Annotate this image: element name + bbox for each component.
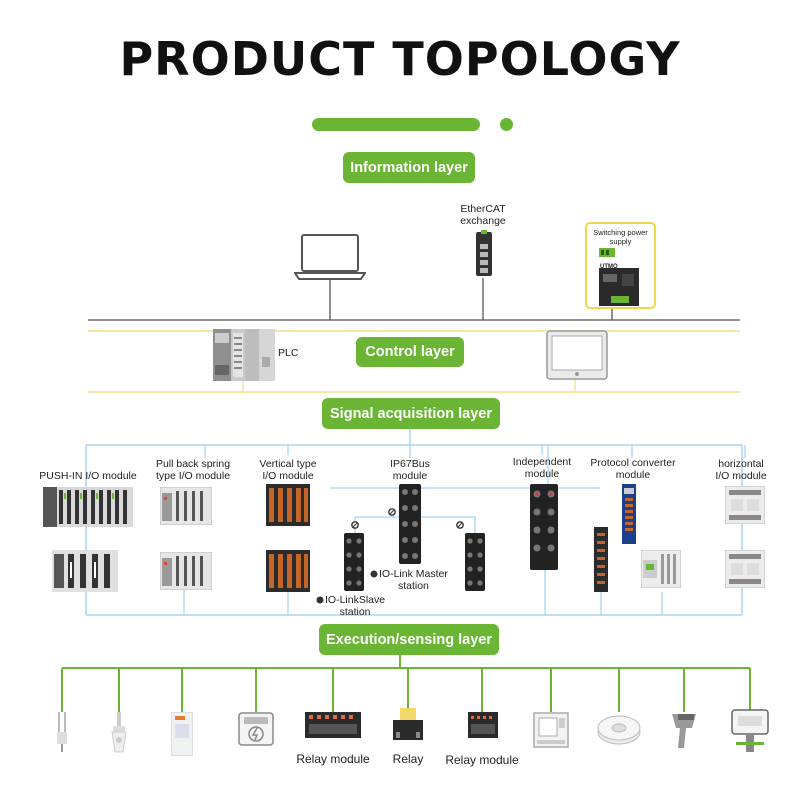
io-link-slave-station-icon (344, 533, 364, 591)
io-link-slave-marker-icon (316, 596, 324, 604)
relay-module-2-icon (468, 712, 498, 738)
pull-back-spring-io-module-label: Pull back spring type I/O module (155, 458, 231, 482)
relay-label: Relay (392, 752, 424, 766)
control-layer-pill: Control layer (356, 337, 464, 367)
io-link-slave-label: IO-LinkSlave station (325, 594, 386, 618)
power-supply-brand: UTMO (600, 264, 618, 270)
ethercat-switch-icon (474, 230, 494, 278)
protocol-converter-module-3-icon (641, 550, 681, 588)
plc-label: PLC (278, 347, 299, 359)
barcode-scanner-icon (670, 712, 698, 750)
laptop-icon (294, 233, 366, 281)
proximity-sensor-icon (108, 712, 130, 756)
horizontal-io-module-icon (725, 486, 765, 524)
ethercat-switch-label: EtherCAT exchange (460, 203, 506, 227)
protocol-converter-module-icon (622, 484, 636, 544)
information-layer-pill: Information layer (343, 152, 475, 183)
connector-icon (351, 521, 359, 529)
load-cell-icon (596, 712, 642, 746)
power-supply-label: Switching power supply (593, 228, 648, 246)
machine-tool-icon (533, 712, 569, 748)
title-accent-dot (500, 118, 513, 131)
page-title: PRODUCT TOPOLOGY (119, 32, 681, 86)
vertical-io-module-2-icon (266, 550, 310, 592)
io-link-slave-station-2-icon (465, 533, 485, 591)
pull-back-spring-io-module-2-icon (160, 552, 212, 590)
io-link-master-label: IO-Link Master station (379, 568, 448, 592)
independent-module-icon (530, 484, 558, 570)
io-link-master-marker-icon (370, 570, 378, 578)
title-accent-bar (312, 118, 480, 131)
execution-sensing-layer-pill: Execution/sensing layer (319, 624, 499, 655)
push-in-io-module-2-icon (52, 550, 118, 592)
ip67bus-module-icon (399, 484, 421, 564)
control-cabinet-icon (171, 712, 193, 756)
relay-module-label: Relay module (296, 752, 370, 766)
relay-icon (391, 708, 425, 744)
push-in-io-module-icon (43, 487, 133, 527)
protocol-converter-module-2-icon (594, 527, 608, 592)
protocol-converter-module-label: Protocol converter module (590, 457, 676, 481)
connector-icon (456, 521, 464, 529)
independent-module-label: Independent module (512, 456, 572, 480)
hmi-touchscreen-icon (546, 330, 608, 380)
humidity-transmitter-icon (730, 708, 770, 756)
pull-back-spring-io-module-icon (160, 487, 212, 525)
vertical-io-module-icon (266, 484, 310, 526)
push-in-io-module-label: PUSH-IN I/O module (39, 470, 137, 482)
relay-module-icon (305, 712, 361, 738)
signal-acquisition-layer-pill: Signal acquisition layer (322, 398, 500, 429)
horizontal-io-module-2-icon (725, 550, 765, 588)
power-supply-box: Switching power supply UTMO (585, 222, 656, 309)
horizontal-io-module-label: horizontal I/O module (715, 458, 767, 482)
temperature-probe-icon (52, 712, 72, 752)
energy-meter-icon (238, 712, 274, 746)
ip67bus-module-label: IP67Bus module (390, 458, 430, 482)
plc-icon (213, 329, 275, 381)
power-supply-icon (599, 248, 639, 306)
connector-icon (388, 508, 396, 516)
relay-module-2-label: Relay module (445, 753, 519, 767)
vertical-io-module-label: Vertical type I/O module (259, 458, 317, 482)
